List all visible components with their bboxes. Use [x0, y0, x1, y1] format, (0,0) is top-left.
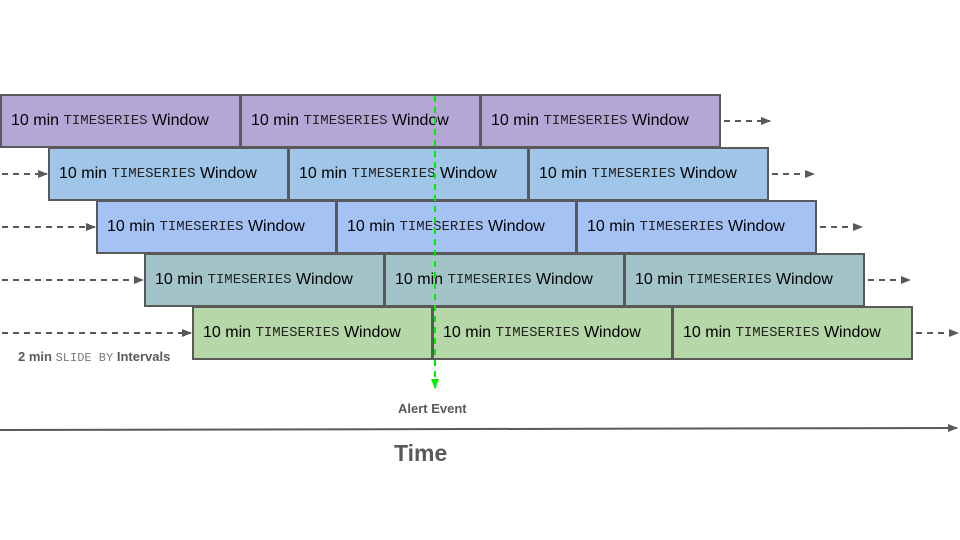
timeseries-window: 10 min TIMESERIES Window	[144, 253, 385, 307]
timeseries-window: 10 min TIMESERIES Window	[48, 147, 289, 201]
timeseries-window: 10 min TIMESERIES Window	[384, 253, 625, 307]
timeseries-window: 10 min TIMESERIES Window	[192, 306, 433, 360]
timeseries-window: 10 min TIMESERIES Window	[432, 306, 673, 360]
timeseries-window: 10 min TIMESERIES Window	[240, 94, 481, 148]
timeseries-window: 10 min TIMESERIES Window	[528, 147, 769, 201]
timeseries-window: 10 min TIMESERIES Window	[0, 94, 241, 148]
slide-by-label: 2 min SLIDE BY Intervals	[18, 349, 171, 365]
timeseries-window: 10 min TIMESERIES Window	[672, 306, 913, 360]
time-axis-arrow	[0, 424, 958, 433]
timeseries-window: 10 min TIMESERIES Window	[576, 200, 817, 254]
timeseries-window: 10 min TIMESERIES Window	[624, 253, 865, 307]
timeseries-window: 10 min TIMESERIES Window	[480, 94, 721, 148]
timeseries-window: 10 min TIMESERIES Window	[96, 200, 337, 254]
alert-event-label: Alert Event	[398, 401, 467, 416]
timeseries-window: 10 min TIMESERIES Window	[288, 147, 529, 201]
timeseries-window: 10 min TIMESERIES Window	[336, 200, 577, 254]
time-axis-label: Time	[394, 440, 448, 466]
